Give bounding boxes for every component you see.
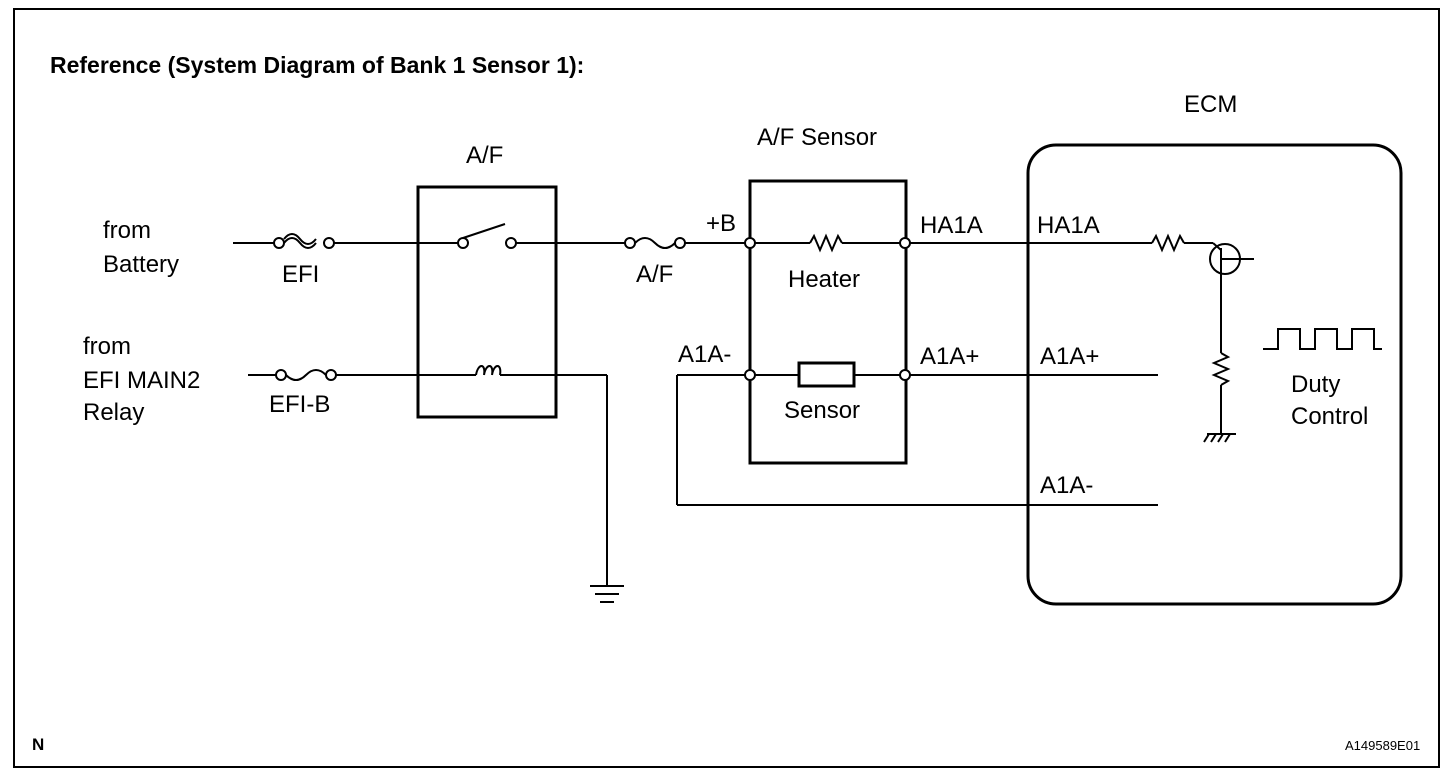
ecm-resistor	[1151, 233, 1185, 253]
relay-source-label-3: Relay	[83, 399, 144, 426]
figure-frame	[13, 8, 1440, 768]
relay-coil	[475, 365, 502, 376]
ground-symbol	[590, 585, 624, 603]
af-relay-label: A/F	[466, 142, 503, 169]
efi-b-fuse-label: EFI-B	[269, 391, 330, 418]
sensor-terminal-a1a-plus	[899, 369, 911, 381]
ecm-pin-a1a-plus: A1A+	[1040, 343, 1099, 370]
af-fuse	[624, 237, 686, 249]
battery-source-label-1: from	[103, 217, 151, 244]
sensor-element-label: Sensor	[784, 397, 860, 424]
heater-label: Heater	[788, 266, 860, 293]
af-sensor-box	[748, 179, 908, 465]
efi-fuse	[273, 233, 335, 249]
af-relay-box	[416, 185, 558, 419]
relay-source-label-1: from	[83, 333, 131, 360]
efi-b-fuse	[275, 369, 337, 381]
sensor-pin-b: +B	[706, 210, 736, 237]
relay-source-label-2: EFI MAIN2	[83, 367, 200, 394]
sensor-pin-a1a-plus: A1A+	[920, 343, 979, 370]
sensor-terminal-b	[744, 237, 756, 249]
ecm-title: ECM	[1184, 91, 1237, 118]
ecm-box	[1026, 143, 1403, 606]
ecm-pin-ha1a: HA1A	[1037, 212, 1100, 239]
transistor-symbol	[1209, 242, 1254, 285]
sensor-element	[797, 361, 856, 388]
sensor-pin-ha1a: HA1A	[920, 212, 983, 239]
af-fuse-label: A/F	[636, 261, 673, 288]
figure-id: A149589E01	[1345, 738, 1420, 753]
corner-mark: N	[32, 735, 44, 754]
ecm-pin-a1a-minus: A1A-	[1040, 472, 1093, 499]
sensor-terminal-a1a-minus	[744, 369, 756, 381]
duty-control-label-2: Control	[1291, 403, 1368, 430]
af-sensor-title: A/F Sensor	[757, 124, 877, 151]
duty-control-waveform	[1263, 328, 1382, 350]
sensor-pin-a1a-minus: A1A-	[678, 341, 731, 368]
ecm-ground-symbol	[1203, 433, 1236, 443]
diagram-title: Reference (System Diagram of Bank 1 Sens…	[50, 52, 584, 78]
heater-resistor	[809, 233, 843, 253]
sensor-terminal-ha1a	[899, 237, 911, 249]
ecm-pulldown-resistor	[1211, 352, 1231, 386]
efi-fuse-label: EFI	[282, 261, 319, 288]
duty-control-label-1: Duty	[1291, 371, 1340, 398]
relay-switch	[457, 223, 517, 249]
battery-source-label-2: Battery	[103, 251, 179, 278]
